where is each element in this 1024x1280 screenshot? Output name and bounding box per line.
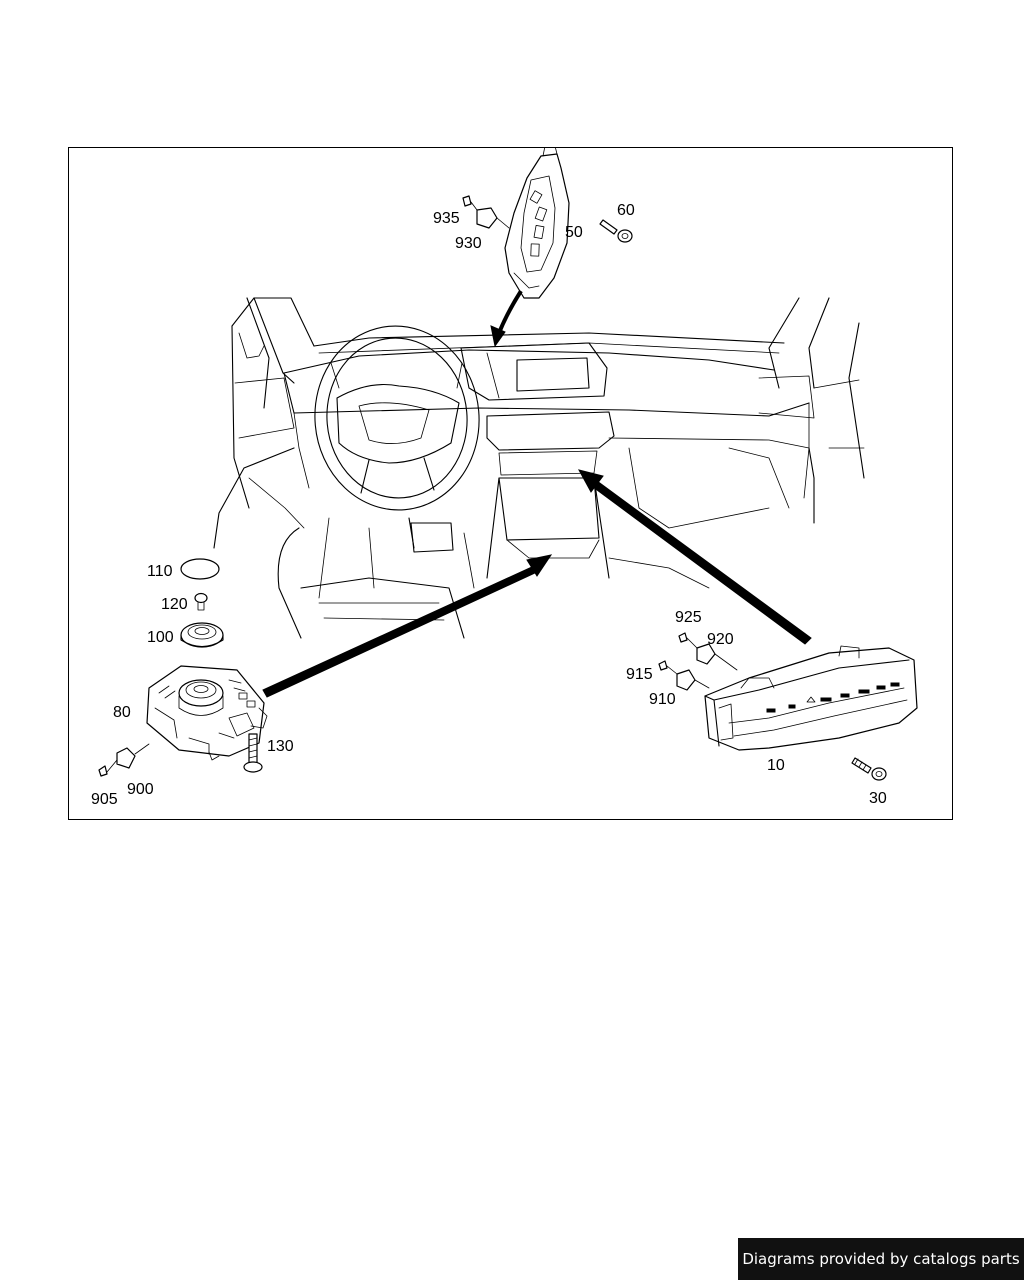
part-30-screw [851, 757, 887, 781]
credit-badge: Diagrams provided by catalogs parts [738, 1238, 1024, 1280]
callout-935: 935 [433, 210, 460, 227]
callout-120: 120 [161, 596, 188, 613]
part-110-cap [180, 558, 220, 580]
part-930-clip [476, 207, 498, 229]
part-60-screw [599, 219, 633, 243]
part-120-screw [194, 592, 208, 611]
callout-930: 930 [455, 235, 482, 252]
callout-10: 10 [767, 757, 785, 774]
arrow-part-80-to-console [262, 554, 553, 698]
part-905-pin [98, 759, 118, 777]
callout-110: 110 [147, 563, 173, 580]
callout-labels: 935 930 50 60 110 120 100 80 130 905 900… [91, 202, 887, 808]
part-130-screw [243, 733, 263, 773]
part-935-pin [462, 195, 478, 211]
part-915-pin [658, 660, 678, 675]
callout-30: 30 [869, 790, 887, 807]
exploded-parts-diagram: 935 930 50 60 110 120 100 80 130 905 900… [91, 148, 918, 808]
callout-915: 915 [626, 666, 653, 683]
part-920-clip [696, 643, 716, 665]
callout-60: 60 [617, 202, 635, 219]
part-50-trim-panel [504, 148, 570, 299]
part-100-knob [180, 622, 224, 648]
callout-910: 910 [649, 691, 676, 708]
part-925-pin [678, 632, 698, 649]
callout-925: 925 [675, 609, 702, 626]
callout-900: 900 [127, 781, 154, 798]
callout-50: 50 [565, 224, 583, 241]
part-80-controller-unit [146, 665, 268, 761]
dashboard-interior-illustration [213, 297, 865, 639]
callout-905: 905 [91, 791, 118, 808]
part-10-control-panel [704, 645, 918, 751]
arrow-part-50-to-dash [490, 289, 523, 348]
callout-130: 130 [267, 738, 294, 755]
callout-920: 920 [707, 631, 734, 648]
arrow-part-10-to-dash [578, 469, 812, 645]
part-900-clip [116, 747, 136, 769]
callout-80: 80 [113, 704, 131, 721]
diagram-frame: 935 930 50 60 110 120 100 80 130 905 900… [68, 147, 953, 820]
callout-100: 100 [147, 629, 174, 646]
part-910-clip [676, 669, 696, 691]
